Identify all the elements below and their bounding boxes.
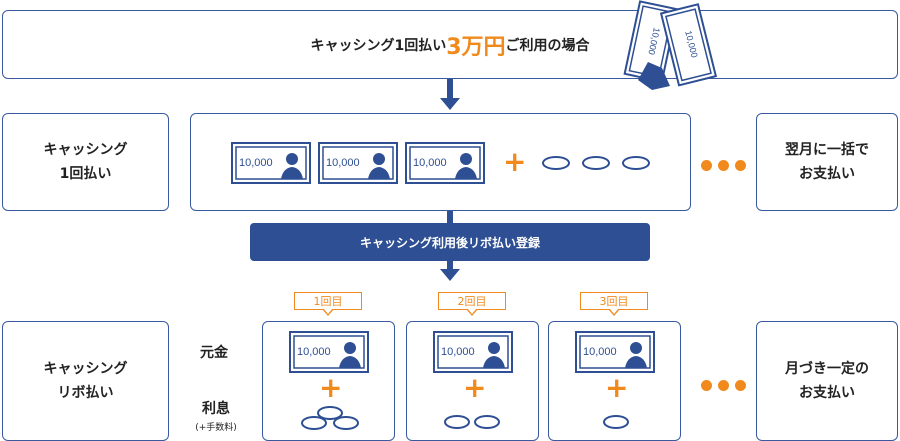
row1-left-line2: 1回払い	[59, 166, 112, 182]
row2-right-label: 月づき一定のお支払い	[756, 321, 898, 441]
title-suffix: ご利用の場合	[505, 37, 590, 54]
coins-icon	[301, 406, 359, 430]
arrow-down-icon	[440, 98, 460, 110]
coins-icon	[444, 415, 500, 429]
svg-text:10,000: 10,000	[441, 346, 475, 358]
ellipsis-dots-row1	[698, 156, 749, 175]
coins-icon	[542, 156, 650, 170]
installment-tag-2: 2回目	[438, 292, 506, 316]
row1-right-line1: 翌月に一括で	[785, 142, 869, 158]
row1-right-label: 翌月に一括でお支払い	[756, 113, 898, 211]
interest-label-text: 利息	[202, 401, 230, 417]
row1-left-line1: キャッシング	[43, 142, 128, 158]
svg-text:10,000: 10,000	[239, 157, 273, 169]
banknotes-illustration: 10,000 10,000	[623, 0, 718, 90]
banknote-icon: 10,000	[289, 331, 369, 373]
title-box: キャッシング1回払い 3万円 ご利用の場合	[2, 10, 898, 79]
plus-icon: +	[503, 145, 527, 178]
arrow-down-icon	[440, 269, 460, 281]
installment-tag-1-text: 1回目	[313, 295, 343, 308]
installment-box-3: 10,000 +	[548, 321, 681, 441]
row2-left-line2: リボ払い	[57, 385, 114, 401]
banknote-icon: 10,000	[231, 142, 311, 184]
row2-left-line1: キャッシング	[43, 361, 128, 377]
revolving-registration-banner: キャッシング利用後リボ払い登録	[250, 223, 650, 261]
connector-line	[447, 211, 453, 223]
plus-icon: +	[605, 371, 629, 404]
title-prefix: キャッシング1回払い	[310, 37, 447, 54]
svg-text:10,000: 10,000	[583, 346, 617, 358]
banknote-icon: 10,000	[405, 142, 485, 184]
interest-label: 利息 (+手数料)	[191, 398, 241, 433]
row2-right-line2: お支払い	[799, 385, 855, 401]
row1-right-line2: お支払い	[799, 166, 855, 182]
installment-tag-3-text: 3回目	[599, 295, 629, 308]
arrow-shaft-1	[447, 79, 453, 101]
svg-text:10,000: 10,000	[297, 346, 331, 358]
banknote-icon: 10,000	[575, 331, 655, 373]
svg-text:10,000: 10,000	[413, 157, 447, 169]
banknote-icon: 10,000	[318, 142, 398, 184]
banknote-icon: 10,000	[433, 331, 513, 373]
title-amount: 3万円	[446, 34, 506, 60]
installment-box-1: 10,000 +	[262, 321, 395, 441]
banner-text: キャッシング利用後リボ払い登録	[359, 235, 540, 250]
coin-icon	[603, 415, 629, 429]
interest-sub-text: (+手数料)	[195, 423, 237, 433]
installment-box-2: 10,000 +	[406, 321, 539, 441]
plus-icon: +	[463, 371, 487, 404]
principal-label: 元金	[200, 345, 228, 361]
svg-text:10,000: 10,000	[326, 157, 360, 169]
installment-tag-1: 1回目	[294, 292, 362, 316]
arrow-shaft-2	[447, 261, 453, 271]
ellipsis-dots-row2	[698, 376, 749, 395]
installment-tag-2-text: 2回目	[457, 295, 487, 308]
row2-right-line1: 月づき一定の	[785, 361, 869, 377]
installment-tag-3: 3回目	[580, 292, 648, 316]
row2-left-label: キャッシングリボ払い	[2, 321, 169, 441]
plus-icon: +	[319, 371, 343, 404]
row1-content-box: 10,000 10,000 10,000 +	[190, 113, 691, 211]
row1-left-label: キャッシング 1回払い	[2, 113, 169, 211]
